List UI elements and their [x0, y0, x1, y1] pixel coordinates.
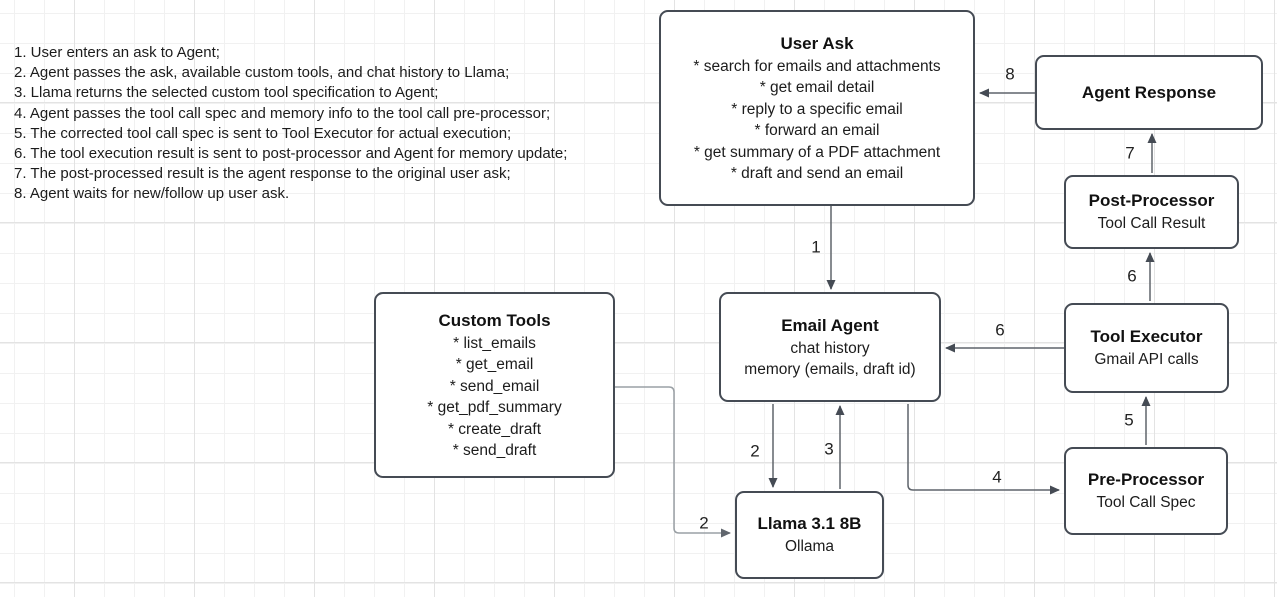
node-email-agent: Email Agent chat history memory (emails,… — [719, 292, 941, 402]
edge-label-3: 3 — [824, 439, 834, 459]
edge-label-6-to-agent: 6 — [995, 320, 1005, 340]
node-subtitle: Tool Call Spec — [1096, 494, 1196, 512]
node-subtitle: Ollama — [784, 538, 835, 556]
edge-label-2-agent-to-llama: 2 — [750, 441, 760, 461]
node-line: * list_emails — [453, 334, 536, 352]
node-line: * draft and send an email — [730, 165, 904, 182]
node-line: memory (emails, draft id) — [744, 361, 916, 378]
node-title: Custom Tools — [438, 310, 551, 330]
edge-label-8: 8 — [1005, 64, 1015, 84]
node-title: Llama 3.1 8B — [757, 514, 862, 534]
process-step-8: 8. Agent waits for new/follow up user as… — [14, 185, 290, 203]
node-line: * send_draft — [452, 442, 537, 459]
edge-label-6-to-post: 6 — [1127, 266, 1137, 286]
node-line: * get email detail — [759, 79, 875, 96]
process-step-7: 7. The post-processed result is the agen… — [14, 165, 511, 183]
process-step-3: 3. Llama returns the selected custom too… — [14, 84, 439, 102]
node-title: Pre-Processor — [1087, 470, 1205, 490]
node-title: Email Agent — [781, 315, 879, 335]
process-step-4: 4. Agent passes the tool call spec and m… — [14, 104, 551, 122]
node-subtitle: Tool Call Result — [1097, 215, 1206, 233]
node-line: * get_pdf_summary — [427, 399, 562, 416]
node-line: chat history — [790, 339, 870, 357]
edge-2-custom-tools-to-llama — [615, 386, 731, 538]
edge-label-1: 1 — [811, 237, 821, 257]
node-title: Post-Processor — [1088, 191, 1215, 211]
node-line: * forward an email — [754, 122, 880, 139]
node-llama: Llama 3.1 8B Ollama — [735, 491, 884, 579]
node-line: * reply to a specific email — [731, 100, 903, 118]
process-steps-list: 1. User enters an ask to Agent; 2. Agent… — [14, 43, 567, 205]
node-line: * send_email — [449, 377, 540, 395]
node-user-ask: User Ask * search for emails and attachm… — [659, 10, 975, 206]
node-line: * create_draft — [447, 420, 542, 438]
node-line: * search for emails and attachments — [693, 57, 941, 75]
process-step-6: 6. The tool execution result is sent to … — [14, 145, 568, 163]
edge-label-4: 4 — [992, 467, 1002, 487]
node-title: Agent Response — [1081, 82, 1217, 102]
node-pre-processor: Pre-Processor Tool Call Spec — [1064, 447, 1228, 535]
node-line: * get_email — [455, 356, 534, 373]
node-line: * get summary of a PDF attachment — [693, 143, 941, 161]
node-agent-response: Agent Response — [1035, 55, 1263, 130]
node-custom-tools: Custom Tools * list_emails * get_email *… — [374, 292, 615, 478]
edge-4-email-agent-to-pre-processor — [907, 404, 1060, 495]
edge-label-7: 7 — [1125, 143, 1135, 163]
edge-label-5: 5 — [1124, 410, 1134, 430]
process-step-1: 1. User enters an ask to Agent; — [14, 44, 220, 61]
node-title: Tool Executor — [1090, 327, 1203, 347]
node-post-processor: Post-Processor Tool Call Result — [1064, 175, 1239, 249]
edge-label-2-tools-to-llama: 2 — [699, 513, 709, 533]
node-title: User Ask — [780, 33, 854, 53]
node-tool-executor: Tool Executor Gmail API calls — [1064, 303, 1229, 393]
process-step-2: 2. Agent passes the ask, available custo… — [14, 64, 510, 82]
node-subtitle: Gmail API calls — [1094, 351, 1199, 369]
process-step-5: 5. The corrected tool call spec is sent … — [14, 124, 512, 142]
